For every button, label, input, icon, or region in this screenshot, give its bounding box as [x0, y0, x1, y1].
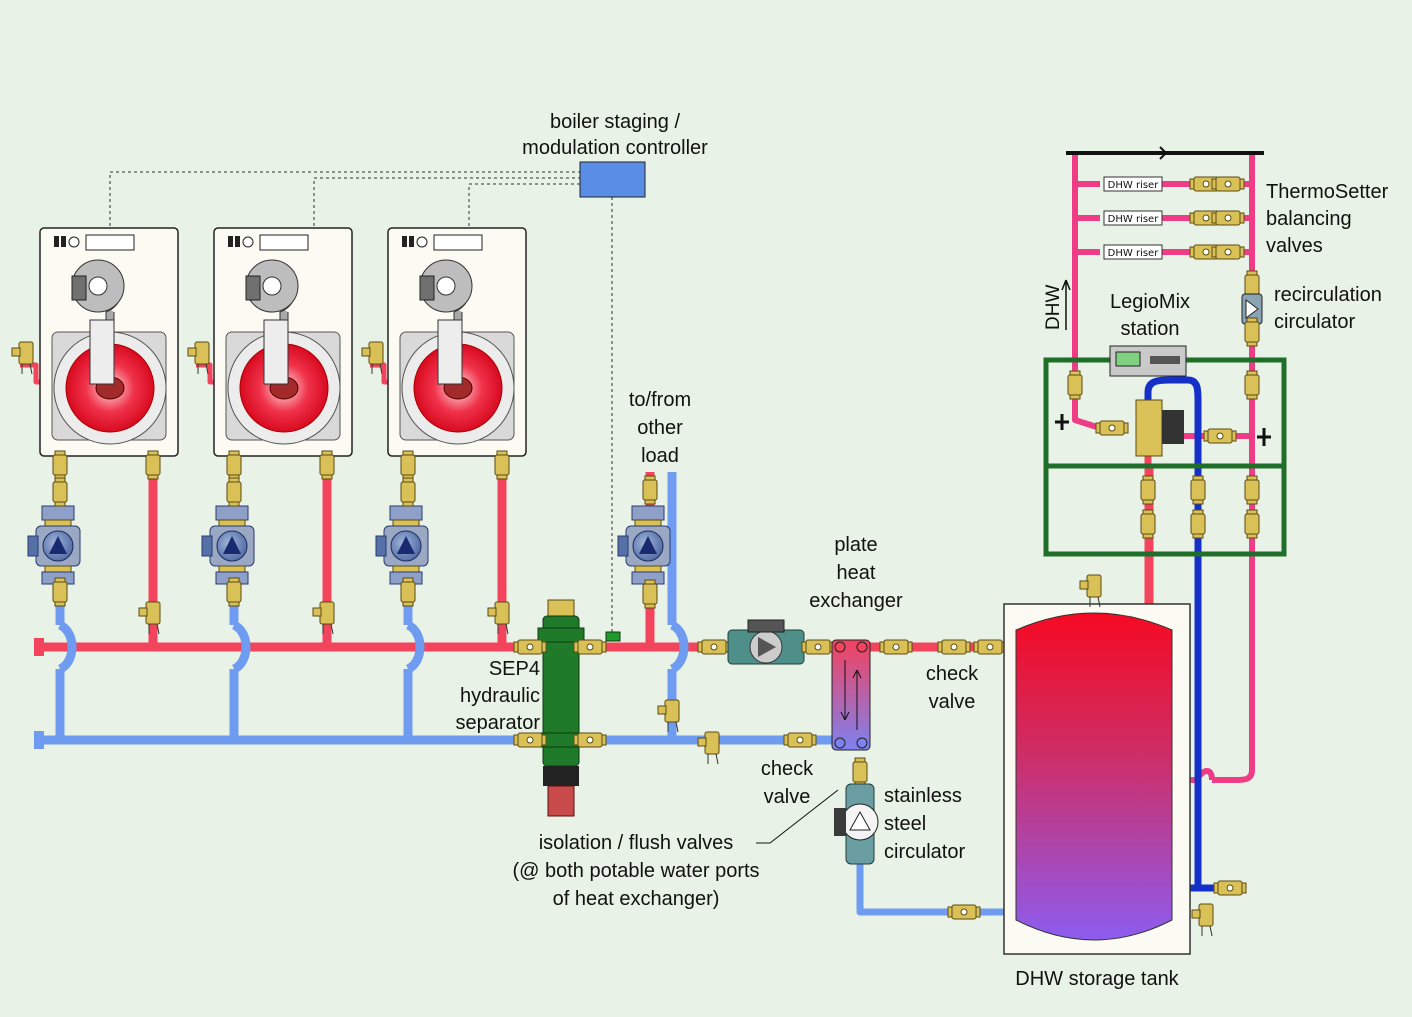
plate-heat-exchanger [831, 639, 871, 751]
check-valve-label: check [761, 758, 814, 780]
recirculation-label: circulator [1274, 311, 1355, 333]
legiomix-label: station [1121, 318, 1180, 340]
annotation-labels: boiler staging / modulation controller t… [456, 111, 1389, 990]
isolation-label: (@ both potable water ports [512, 860, 759, 882]
circulator-label: circulator [884, 841, 965, 863]
legiomix-station [1043, 345, 1287, 557]
hx-primary-circulator [697, 619, 1007, 748]
circulator-label: steel [884, 813, 926, 835]
check-valve-label: check [926, 663, 979, 685]
other-load-label: load [641, 445, 679, 467]
riser-label: DHW riser [1108, 214, 1160, 225]
thermosetter-label: ThermoSetter [1266, 181, 1389, 203]
riser-label: DHW riser [1108, 180, 1160, 191]
isolation-label: of heat exchanger) [553, 888, 720, 910]
riser-label: DHW riser [1108, 248, 1160, 259]
controller-label: modulation controller [522, 137, 708, 159]
recirculation-label: recirculation [1274, 284, 1382, 306]
circulator-pump-icon [617, 505, 671, 585]
header-cap [34, 731, 44, 749]
relief-valve-icon [11, 341, 34, 375]
header-break [1159, 146, 1168, 160]
header-cap [34, 638, 44, 656]
thermosetter-label: balancing [1266, 208, 1352, 230]
relief-valve-icon [361, 341, 384, 375]
dhw-vertical-label: DHW [1043, 285, 1064, 330]
relief-valve-icon [187, 341, 210, 375]
controller-box-icon [579, 161, 646, 198]
check-valve-label: valve [929, 691, 976, 713]
legiomix-label: LegioMix [1110, 291, 1190, 313]
boiler-icon [213, 227, 353, 457]
control-wiring [109, 171, 613, 636]
hydraulic-separator [513, 599, 621, 817]
isolation-label: isolation / flush valves [539, 832, 734, 854]
stainless-circulator [834, 757, 879, 865]
thermosetter-valves [1189, 176, 1245, 260]
dhw-storage-tank [947, 574, 1247, 955]
isolation-leader-line [756, 789, 839, 844]
arrow-up-icon [1061, 279, 1071, 330]
circulator-pump-icon [27, 505, 81, 585]
boiler-icon [39, 227, 179, 457]
separator-label: SEP4 [489, 658, 540, 680]
heat-exchanger-label: heat [837, 562, 876, 584]
separator-label: hydraulic [460, 685, 540, 707]
circulator-label: stainless [884, 785, 962, 807]
tank-label: DHW storage tank [1015, 968, 1179, 990]
recirculation-circulator [1241, 270, 1263, 347]
circulator-pump-icon [375, 505, 429, 585]
separator-label: separator [456, 712, 541, 734]
thermosetter-label: valves [1266, 235, 1323, 257]
other-load-label: to/from [629, 389, 691, 411]
dhw-risers: DHW riser DHW riser DHW riser [1103, 176, 1163, 260]
other-load-label: other [637, 417, 683, 439]
check-valve-label: valve [764, 786, 811, 808]
boiler-icon [387, 227, 527, 457]
controller-label: boiler staging / [550, 111, 681, 133]
circulator-pump-icon [201, 505, 255, 585]
heat-exchanger-label: exchanger [809, 590, 903, 612]
heat-exchanger-label: plate [834, 534, 877, 556]
